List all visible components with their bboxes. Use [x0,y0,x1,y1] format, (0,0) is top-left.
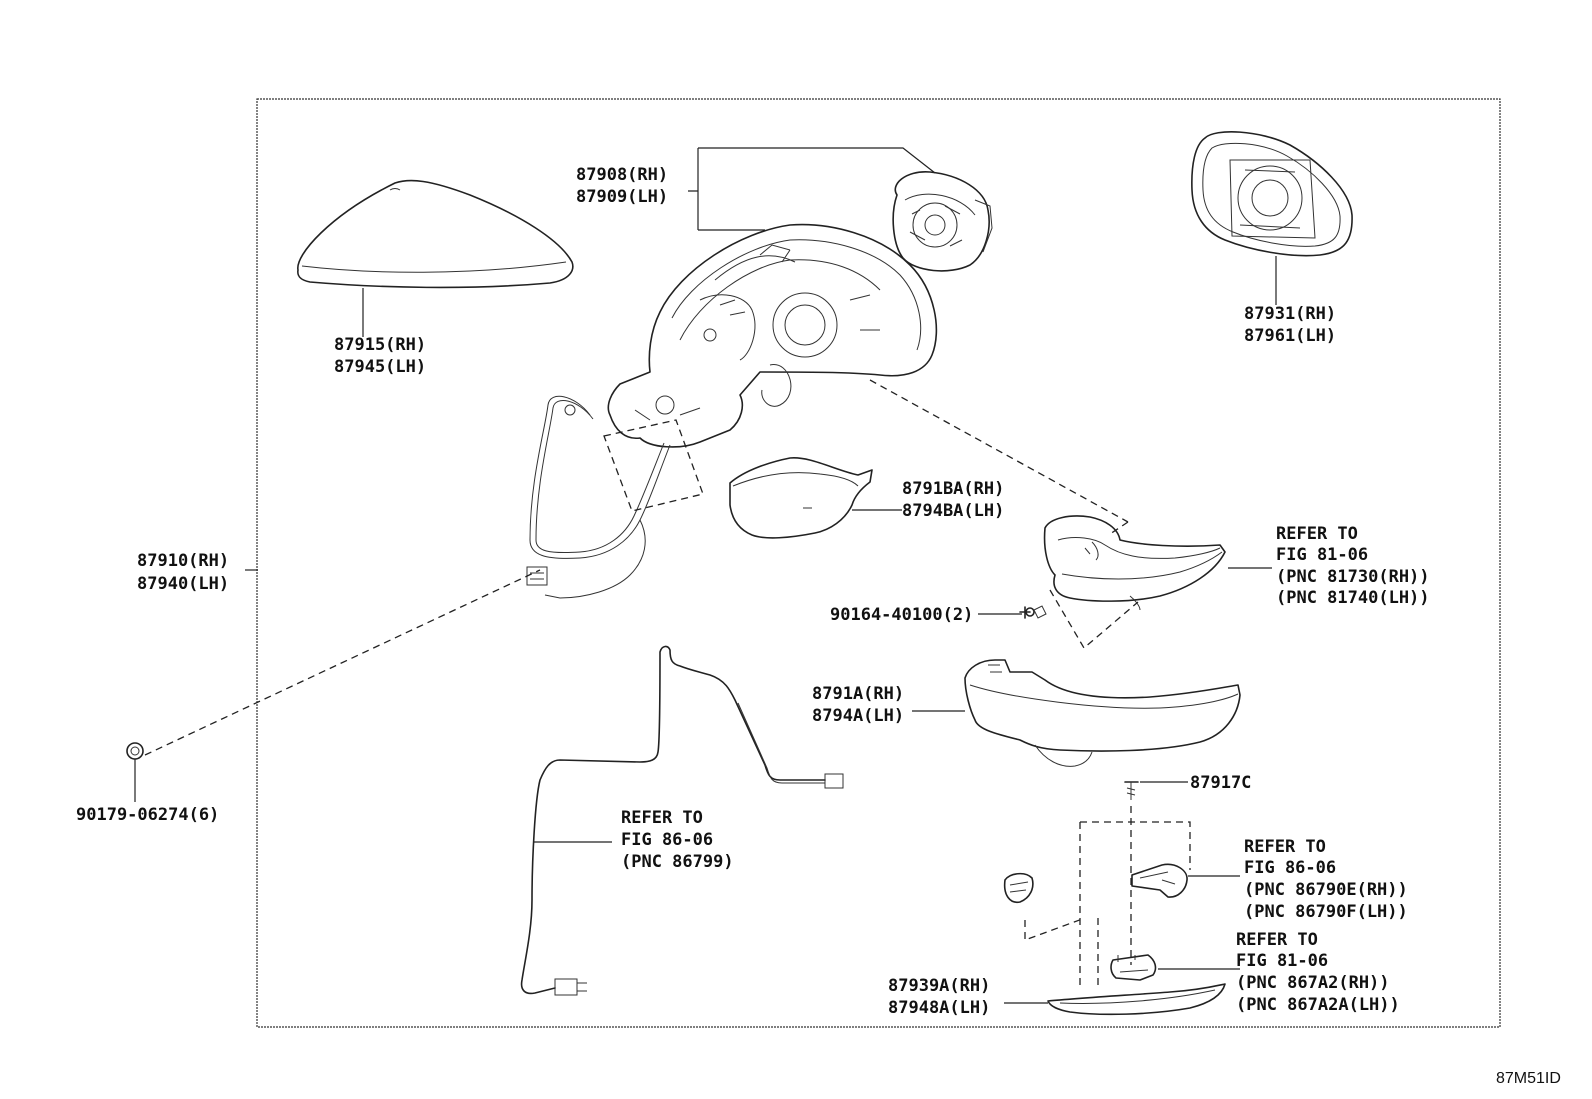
svg-text:FIG 81-06: FIG 81-06 [1276,545,1368,565]
svg-text:(PNC 86790F(LH)): (PNC 86790F(LH)) [1244,902,1408,922]
callout-90164: 90164-40100(2) [830,605,973,625]
part-screw-87917C[interactable] [1124,781,1139,800]
svg-text:87910(RH): 87910(RH) [137,551,229,571]
svg-text:87917C: 87917C [1190,773,1251,793]
svg-text:8794BA(LH): 8794BA(LH) [902,501,1004,521]
svg-text:(PNC 867A2A(LH)): (PNC 867A2A(LH)) [1236,995,1400,1015]
svg-text:REFER TO: REFER TO [1276,524,1358,544]
part-mirror-glass[interactable] [1191,131,1353,257]
part-mirror-cover[interactable] [297,179,574,289]
svg-text:(PNC 86799): (PNC 86799) [621,852,734,872]
dashline-base-box [603,419,704,512]
svg-text:87915(RH): 87915(RH) [334,335,426,355]
part-screw-90164[interactable] [1019,605,1047,619]
part-lower-lamp-lens[interactable] [1047,983,1226,1016]
callout-8791A: 8791A(RH) 8794A(LH) [812,684,904,726]
svg-text:87940(LH): 87940(LH) [137,574,229,594]
svg-text:87948A(LH): 87948A(LH) [888,998,990,1018]
dashline-housing-to-turnlamp [869,379,1129,523]
svg-text:8794A(LH): 8794A(LH) [812,706,904,726]
svg-text:REFER TO: REFER TO [621,808,703,828]
svg-text:90179-06274(6): 90179-06274(6) [76,805,219,825]
svg-text:(PNC 86790E(RH)): (PNC 86790E(RH)) [1244,880,1408,900]
callout-90179: 90179-06274(6) [76,805,219,825]
svg-text:8791A(RH): 8791A(RH) [812,684,904,704]
svg-text:87945(LH): 87945(LH) [334,357,426,377]
leader-87908 [688,147,936,231]
svg-text:FIG 86-06: FIG 86-06 [1244,858,1336,878]
callout-ref-fig-81-06-b: REFER TO FIG 81-06 (PNC 867A2(RH)) (PNC … [1236,930,1400,1015]
callout-87931: 87931(RH) 87961(LH) [1244,304,1336,346]
svg-text:90164-40100(2): 90164-40100(2) [830,605,973,625]
svg-text:REFER TO: REFER TO [1244,837,1326,857]
svg-text:REFER TO: REFER TO [1236,930,1318,950]
svg-text:(PNC 81730(RH)): (PNC 81730(RH)) [1276,567,1430,587]
part-lower-cover[interactable] [729,457,873,539]
svg-text:FIG 81-06: FIG 81-06 [1236,951,1328,971]
svg-text:87939A(RH): 87939A(RH) [888,976,990,996]
svg-text:87961(LH): 87961(LH) [1244,326,1336,346]
svg-text:87909(LH): 87909(LH) [576,187,668,207]
dashline-turnlamp-screw [1049,589,1139,649]
part-lamp-bracket[interactable] [1131,863,1188,898]
callout-8791BA: 8791BA(RH) 8794BA(LH) [902,479,1004,521]
part-mirror-actuator[interactable] [892,171,993,272]
part-nut-90179[interactable] [126,742,144,760]
callout-87915: 87915(RH) 87945(LH) [334,335,426,377]
part-wire-harness[interactable] [520,645,844,996]
dashline-housing-to-nut [144,569,541,756]
svg-text:FIG 86-06: FIG 86-06 [621,830,713,850]
dashline-clip [1024,917,1086,941]
figure-id: 87M51ID [1496,1070,1561,1087]
svg-text:87908(RH): 87908(RH) [576,165,668,185]
callout-87908: 87908(RH) 87909(LH) [576,165,668,207]
part-turn-signal-lamp[interactable] [1043,515,1226,611]
callout-87917C: 87917C [1190,773,1251,793]
part-connector-clip[interactable] [1003,872,1034,904]
part-lamp-lens[interactable] [964,659,1241,767]
callout-ref-fig-81-06-a: REFER TO FIG 81-06 (PNC 81730(RH)) (PNC … [1276,524,1430,608]
svg-text:87931(RH): 87931(RH) [1244,304,1336,324]
dashline-turnlamp-top [1109,521,1129,535]
svg-text:8791BA(RH): 8791BA(RH) [902,479,1004,499]
part-mirror-housing-assembly[interactable] [526,223,938,599]
callout-87939A: 87939A(RH) 87948A(LH) [888,976,990,1018]
part-lamp-socket[interactable] [1110,954,1157,981]
svg-text:(PNC 81740(LH)): (PNC 81740(LH)) [1276,588,1430,608]
dashline-lower-assembly-box [1079,806,1191,986]
callout-ref-fig-86-06-a: REFER TO FIG 86-06 (PNC 86799) [621,808,734,872]
callout-ref-fig-86-06-b: REFER TO FIG 86-06 (PNC 86790E(RH)) (PNC… [1244,837,1408,922]
svg-text:(PNC 867A2(RH)): (PNC 867A2(RH)) [1236,973,1390,993]
callout-87910: 87910(RH) 87940(LH) [137,551,229,594]
diagram-frame [256,98,1501,1028]
